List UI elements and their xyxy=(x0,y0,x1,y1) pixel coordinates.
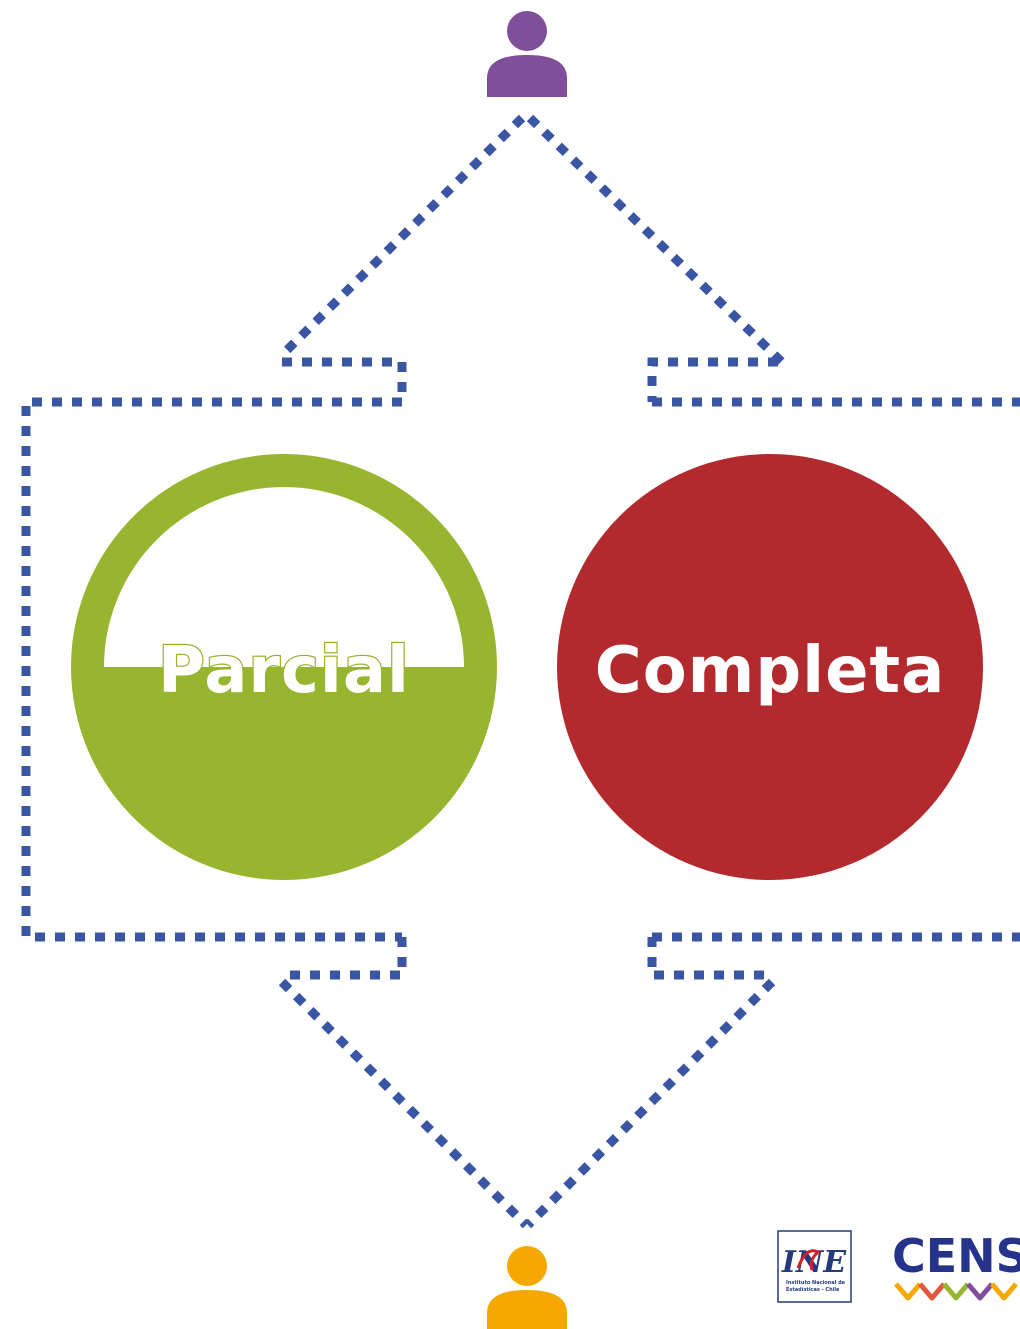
ine-logo-subtitle-2: Estadísticas - Chile xyxy=(786,1286,840,1293)
connector-top-right xyxy=(526,114,789,369)
censo-logo: CENSO xyxy=(892,1229,1020,1301)
top-person-icon xyxy=(487,11,567,97)
connector-right-lower-step xyxy=(647,937,772,980)
connector-bottom-right xyxy=(524,978,776,1229)
connector-right-upper-step xyxy=(647,357,778,402)
censo-zigzag-mark xyxy=(894,1282,1018,1301)
censo-logo-text: CENSO xyxy=(892,1229,1020,1283)
completa-node: Completa xyxy=(557,454,983,880)
ine-logo: INE Instituto Nacional de Estadísticas -… xyxy=(777,1230,852,1303)
connector-top-left xyxy=(278,114,526,359)
connector-bottom-left xyxy=(278,978,530,1229)
connector-left-upper-step xyxy=(282,357,407,402)
frame-top-left xyxy=(21,397,402,942)
connector-left-lower-step xyxy=(282,937,407,980)
parcial-label: Parcial xyxy=(158,634,410,708)
ine-logo-subtitle-1: Instituto Nacional de xyxy=(786,1280,846,1286)
bottom-person-icon xyxy=(487,1246,567,1329)
parcial-node: Parcial xyxy=(71,454,497,880)
dashed-connectors xyxy=(21,114,1020,1229)
completa-label: Completa xyxy=(595,634,946,708)
